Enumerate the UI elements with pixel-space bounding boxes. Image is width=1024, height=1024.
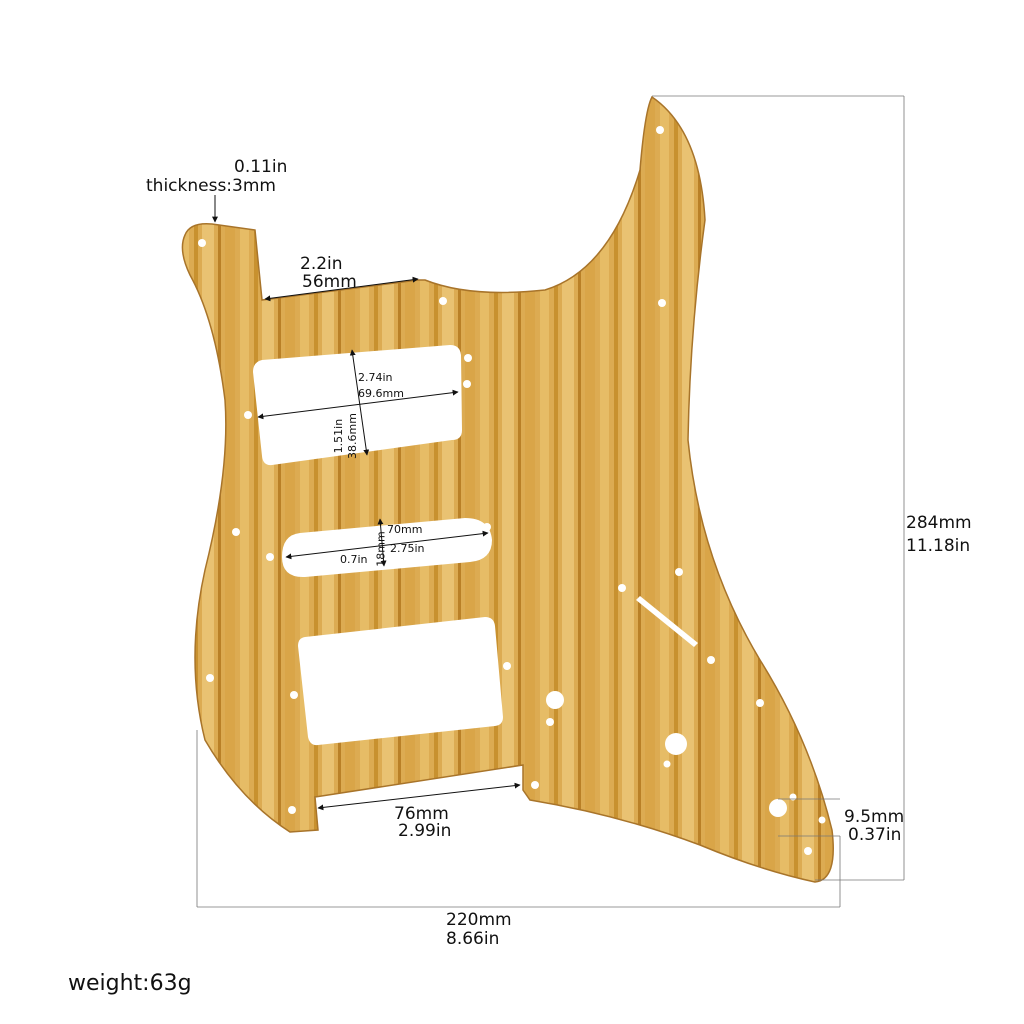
humbucker-length-mm: 69.6mm	[358, 387, 404, 400]
thickness-mm: thickness:3mm	[146, 176, 276, 196]
width-mm: 220mm	[446, 910, 512, 930]
switch-slot	[636, 596, 698, 647]
notch-top-mm: 56mm	[302, 272, 357, 292]
weight-label: weight:63g	[68, 971, 192, 996]
extension-lines	[196, 95, 905, 908]
dimension-arrows	[212, 195, 521, 811]
height-mm: 284mm	[906, 513, 972, 533]
notch-top-in: 2.2in	[300, 254, 343, 274]
single-coil-width-in: 0.7in	[340, 553, 368, 566]
notch-bottom-in: 2.99in	[398, 821, 452, 841]
humbucker-width-in: 1.51in	[332, 418, 346, 454]
screw-holes	[198, 126, 826, 855]
humbucker-length-in: 2.74in	[358, 371, 393, 384]
jack-hole-in: 0.37in	[848, 825, 902, 845]
pickguard-body	[181, 95, 834, 883]
single-coil-length-mm: 70mm	[387, 523, 423, 536]
notch-bottom-mm: 76mm	[394, 804, 449, 824]
jack-hole-mm: 9.5mm	[844, 807, 905, 827]
height-in: 11.18in	[906, 536, 971, 556]
thickness-in: 0.11in	[234, 157, 288, 177]
single-coil-width-mm: 18mm	[374, 531, 388, 567]
width-in: 8.66in	[446, 929, 500, 949]
bridge-humbucker-cutout	[298, 617, 503, 746]
single-coil-length-in: 2.75in	[390, 542, 425, 555]
humbucker-width-mm: 38.6mm	[345, 413, 359, 460]
